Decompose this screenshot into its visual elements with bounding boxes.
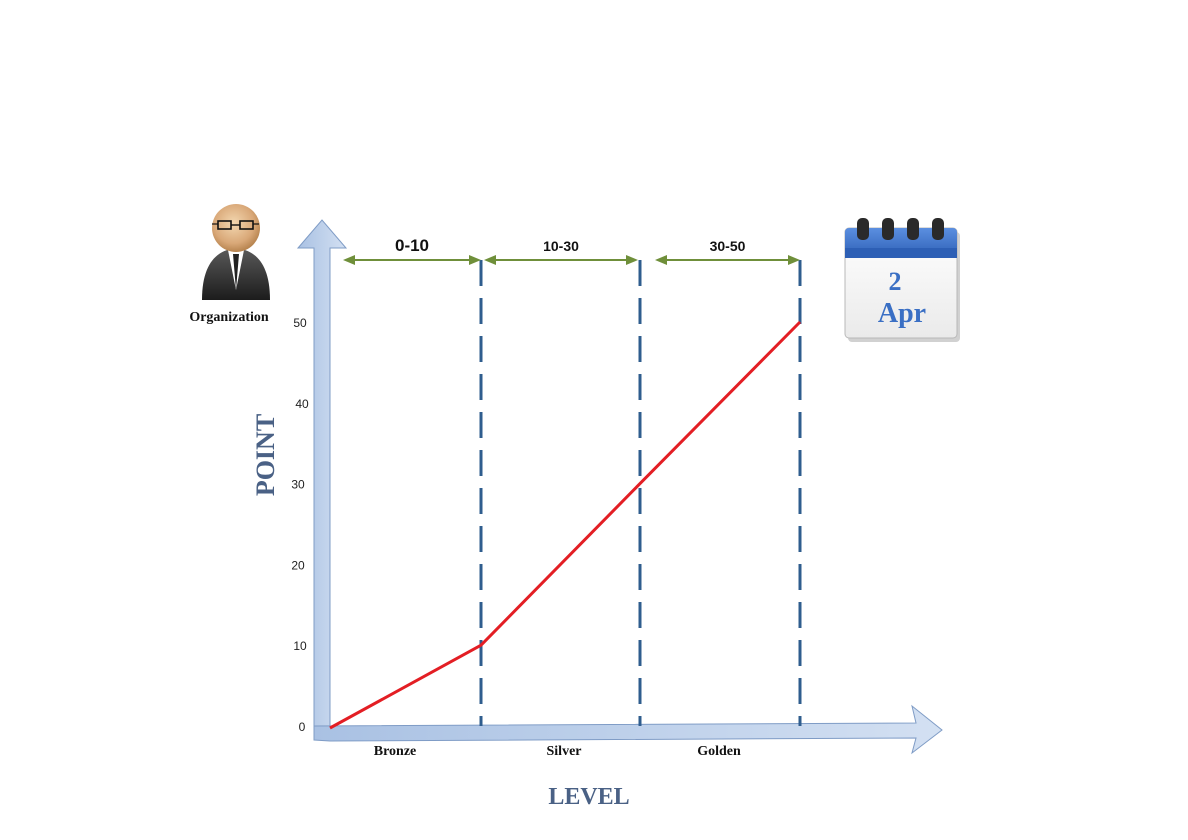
calendar-day: 2 (889, 267, 902, 296)
range-arrow (343, 255, 481, 265)
range-label: 0-10 (395, 236, 429, 255)
range-label: 10-30 (543, 238, 579, 254)
range-label: 30-50 (710, 238, 746, 254)
range-arrow (484, 255, 638, 265)
x-category-label: Silver (547, 744, 582, 759)
y-tick-label: 0 (299, 720, 306, 734)
range-arrow (655, 255, 800, 265)
organization-label: Organization (189, 310, 269, 325)
x-category-label: Bronze (374, 744, 417, 759)
y-axis-arrow (296, 219, 348, 741)
y-tick-label: 40 (295, 397, 309, 411)
y-tick-label: 20 (291, 558, 305, 572)
y-tick-label: 50 (293, 316, 307, 330)
y-axis-title: POINT (251, 414, 280, 496)
x-axis-arrow (313, 704, 943, 755)
x-axis-title: LEVEL (548, 784, 629, 810)
y-tick-label: 30 (291, 478, 305, 492)
calendar-month: Apr (878, 298, 926, 329)
point-series-line (329, 320, 802, 730)
calendar-icon (844, 218, 960, 342)
x-category-label: Golden (697, 744, 741, 759)
y-tick-label: 10 (293, 639, 307, 653)
organization-icon (202, 204, 270, 300)
